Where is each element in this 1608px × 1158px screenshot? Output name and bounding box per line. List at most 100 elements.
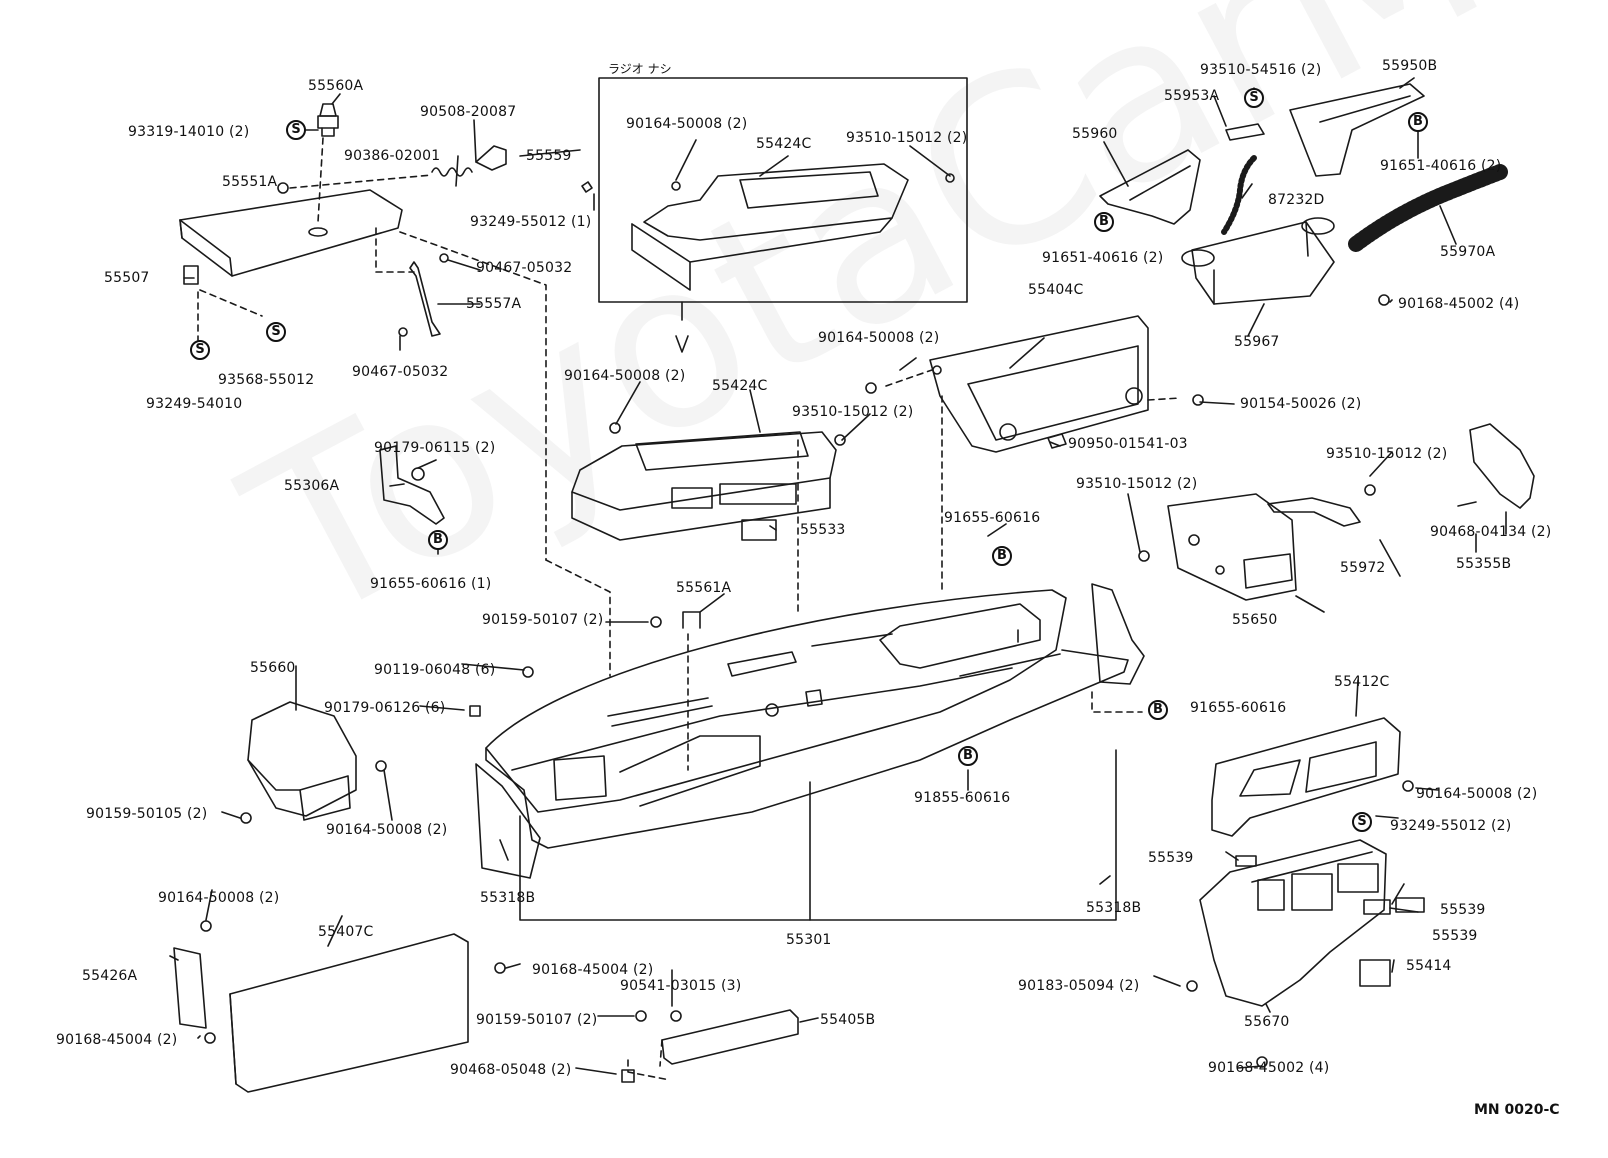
label-90164-50008-c: 90164-50008 (2) — [818, 330, 940, 346]
label-90468-05048: 90468-05048 (2) — [450, 1062, 572, 1078]
label-90164-50008-e: 90164-50008 (2) — [326, 822, 448, 838]
symbol-b-91651-a: B — [1408, 112, 1428, 132]
label-55560a: 55560A — [308, 78, 364, 94]
part-87232d-hose — [1221, 155, 1257, 235]
label-55533: 55533 — [800, 522, 846, 538]
part-55539-a — [1235, 855, 1257, 867]
label-90164-50008-d: 90164-50008 (2) — [1416, 786, 1538, 802]
symbol-b-91651-b: B — [1094, 212, 1114, 232]
part-55414 — [1359, 959, 1391, 987]
label-90541-03015: 90541-03015 (3) — [620, 978, 742, 994]
label-55953a: 55953A — [1164, 88, 1220, 104]
symbol-b-91655-b: B — [992, 546, 1012, 566]
part-55426a-bracket — [173, 947, 207, 1029]
diagram-code: MN 0020-C — [1474, 1102, 1560, 1118]
leader-spring — [289, 174, 433, 189]
symbol-s-93510-54516: S — [1244, 88, 1264, 108]
label-55557a: 55557A — [466, 296, 522, 312]
label-55650: 55650 — [1232, 612, 1278, 628]
part-55551a-lid — [179, 189, 403, 277]
symbol-s-93249: S — [190, 340, 210, 360]
label-55355b: 55355B — [1456, 556, 1512, 572]
part-55670-lower-panel — [1199, 839, 1387, 1007]
inset-arrow — [675, 301, 689, 353]
label-90159-50105: 90159-50105 (2) — [86, 806, 208, 822]
label-55559: 55559 — [526, 148, 572, 164]
label-93568-55012: 93568-55012 — [218, 372, 315, 388]
label-91655-60616-b: 91655-60616 — [944, 510, 1041, 526]
part-55306a-bracket — [379, 445, 445, 525]
label-55404c: 55404C — [1028, 282, 1084, 298]
label-90179-06115: 90179-06115 (2) — [374, 440, 496, 456]
part-55560a-clip — [317, 103, 339, 137]
label-90154-50026: 90154-50026 (2) — [1240, 396, 1362, 412]
label-93510-15012-d: 93510-15012 (2) — [1076, 476, 1198, 492]
label-90159-50107-a: 90159-50107 (2) — [482, 612, 604, 628]
label-55306a: 55306A — [284, 478, 340, 494]
label-55414: 55414 — [1406, 958, 1452, 974]
label-93510-15012-inset: 93510-15012 (2) — [846, 130, 968, 146]
part-55970a-hose — [1348, 164, 1508, 252]
label-90168-45002-a: 90168-45002 (4) — [1398, 296, 1520, 312]
label-90468-04134: 90468-04134 (2) — [1430, 524, 1552, 540]
label-55507: 55507 — [104, 270, 150, 286]
label-91855-60616: 91855-60616 — [914, 790, 1011, 806]
label-90508-20087: 90508-20087 — [420, 104, 517, 120]
part-55424c-inset — [631, 163, 955, 291]
label-93510-54516: 93510-54516 (2) — [1200, 62, 1322, 78]
label-91651-40616-a: 91651-40616 (2) — [1380, 158, 1502, 174]
label-90164-50008-f: 90164-50008 (2) — [158, 890, 280, 906]
label-55561a: 55561A — [676, 580, 732, 596]
label-55412c: 55412C — [1334, 674, 1390, 690]
part-90508-spring — [277, 145, 507, 194]
part-55557a-stay — [409, 261, 441, 337]
label-90467-05032-b: 90467-05032 — [352, 364, 449, 380]
symbol-s-93249-55012: S — [1352, 812, 1372, 832]
symbol-s-93568: S — [266, 322, 286, 342]
part-55539-b — [1363, 899, 1391, 915]
symbol-b-91655-1: B — [428, 530, 448, 550]
label-90164-50008-inset: 90164-50008 (2) — [626, 116, 748, 132]
label-90168-45004-a: 90168-45004 (2) — [532, 962, 654, 978]
label-93249-54010: 93249-54010 — [146, 396, 243, 412]
label-91655-60616-c: 91655-60616 — [1190, 700, 1287, 716]
label-90950-01541-03: 90950-01541-03 — [1068, 436, 1188, 452]
label-55539-a: 55539 — [1148, 850, 1194, 866]
label-55967: 55967 — [1234, 334, 1280, 350]
label-90467-05032-a: 90467-05032 — [476, 260, 573, 276]
symbol-b-91655-c: B — [1148, 700, 1168, 720]
part-55318b-left — [475, 763, 541, 879]
label-93510-15012-c: 93510-15012 (2) — [1326, 446, 1448, 462]
part-55318b-right — [1091, 583, 1145, 685]
label-93319-14010: 93319-14010 (2) — [128, 124, 250, 140]
label-55970a: 55970A — [1440, 244, 1496, 260]
label-55960: 55960 — [1072, 126, 1118, 142]
label-90183-05094: 90183-05094 (2) — [1018, 978, 1140, 994]
label-87232d: 87232D — [1268, 192, 1325, 208]
label-55426a: 55426A — [82, 968, 138, 984]
part-55660-side-vent — [247, 701, 357, 821]
label-90168-45004-b: 90168-45004 (2) — [56, 1032, 178, 1048]
label-90386-02001: 90386-02001 — [344, 148, 441, 164]
label-55424c: 55424C — [712, 378, 768, 394]
label-55950b: 55950B — [1382, 58, 1438, 74]
label-55318b-right: 55318B — [1086, 900, 1142, 916]
part-55561a-clip — [682, 611, 701, 629]
label-55405b: 55405B — [820, 1012, 876, 1028]
part-55355b-cover — [1469, 423, 1535, 509]
label-55424c-inset: 55424C — [756, 136, 812, 152]
label-90159-50107-b: 90159-50107 (2) — [476, 1012, 598, 1028]
label-91655-60616-1: 91655-60616 (1) — [370, 576, 492, 592]
part-55539-c — [1395, 897, 1425, 913]
label-90168-45002-b: 90168-45002 (4) — [1208, 1060, 1330, 1076]
label-93249-55012-1: 93249-55012 (1) — [470, 214, 592, 230]
label-55551a: 55551A — [222, 174, 278, 190]
label-55539-b: 55539 — [1440, 902, 1486, 918]
part-55972-duct — [1267, 497, 1361, 527]
label-93249-55012-2: 93249-55012 (2) — [1390, 818, 1512, 834]
label-55318b-left: 55318B — [480, 890, 536, 906]
part-55424c-console — [571, 431, 837, 541]
part-55507-hinge — [183, 265, 199, 285]
label-91651-40616-b: 91651-40616 (2) — [1042, 250, 1164, 266]
